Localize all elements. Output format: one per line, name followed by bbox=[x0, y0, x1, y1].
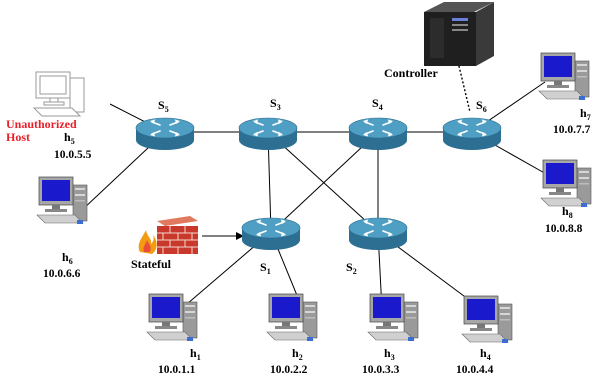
switch-s6-label: S6 bbox=[476, 98, 487, 114]
host-h1-name: h1 bbox=[190, 346, 201, 362]
host-h4-name: h4 bbox=[480, 346, 491, 362]
host-h3-name: h3 bbox=[384, 346, 395, 362]
switch-s2-label: S2 bbox=[346, 260, 357, 276]
host-h4-ip: 10.0.4.4 bbox=[456, 364, 494, 376]
controller-server-icon[interactable] bbox=[424, 2, 494, 66]
switch-s5-icon[interactable] bbox=[135, 117, 195, 151]
controller-label: Controller bbox=[384, 66, 438, 80]
host-h8-name: h8 bbox=[562, 204, 573, 220]
host-h1-ip: 10.0.1.1 bbox=[158, 364, 196, 376]
link-s3-s2 bbox=[267, 131, 379, 233]
host-h6-icon[interactable] bbox=[36, 176, 88, 225]
controller-link bbox=[457, 61, 471, 113]
host-h7-name: h7 bbox=[580, 106, 591, 122]
host-h8-icon[interactable] bbox=[540, 159, 592, 208]
unauthorized-label-line1: Unauthorized bbox=[6, 117, 77, 131]
host-h5-ip: 10.0.5.5 bbox=[54, 149, 92, 161]
host-h5-name: h5 bbox=[64, 130, 75, 146]
firewall-label: Stateful bbox=[131, 257, 172, 271]
host-h3-icon[interactable] bbox=[367, 293, 419, 342]
host-h2-name: h2 bbox=[292, 346, 303, 362]
unauthorized-label-line2: Host bbox=[6, 130, 30, 144]
switch-s6-icon[interactable] bbox=[442, 117, 502, 151]
host-h6-ip: 10.0.6.6 bbox=[43, 268, 81, 280]
switch-s2-icon[interactable] bbox=[348, 217, 408, 251]
switch-s1-icon[interactable] bbox=[241, 217, 301, 251]
host-h5-unauthorized-icon[interactable] bbox=[33, 71, 85, 117]
switch-s3-label: S3 bbox=[270, 96, 281, 112]
firewall-icon[interactable] bbox=[138, 216, 198, 254]
switch-s1-label: S1 bbox=[260, 260, 271, 276]
host-h1-icon[interactable] bbox=[146, 293, 198, 342]
host-h2-icon[interactable] bbox=[266, 293, 318, 342]
host-h8-ip: 10.0.8.8 bbox=[545, 223, 583, 235]
host-h6-name: h6 bbox=[62, 250, 73, 266]
firewall-arrow bbox=[202, 232, 244, 240]
host-h2-ip: 10.0.2.2 bbox=[270, 364, 308, 376]
link-s4-s1 bbox=[270, 131, 379, 233]
host-h7-icon[interactable] bbox=[538, 52, 590, 101]
host-h3-ip: 10.0.3.3 bbox=[362, 364, 400, 376]
host-h7-ip: 10.0.7.7 bbox=[553, 124, 591, 136]
switch-s4-icon[interactable] bbox=[348, 117, 408, 151]
host-h4-icon[interactable] bbox=[461, 295, 513, 344]
switch-s3-icon[interactable] bbox=[238, 117, 298, 151]
switch-s4-label: S4 bbox=[372, 96, 383, 112]
switch-s5-label: S5 bbox=[158, 98, 169, 114]
